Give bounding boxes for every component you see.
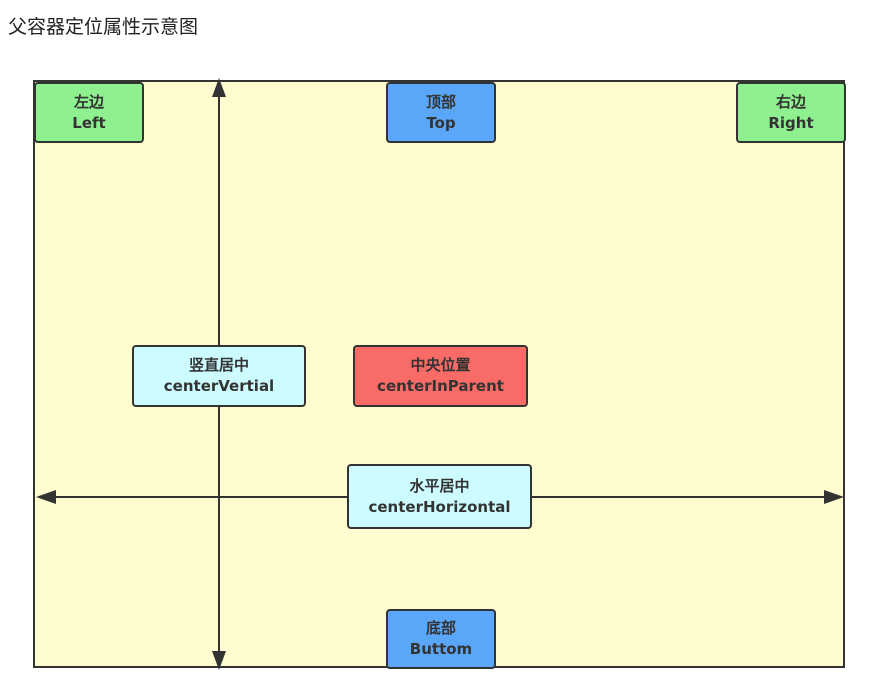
page-title: 父容器定位属性示意图 [8,16,199,38]
right-box: 右边 Right [736,82,846,143]
horizontal-center-box: 水平居中 centerHorizontal [347,464,532,529]
right-box-cn-label: 右边 [775,92,806,111]
top-box-en-label: Top [426,113,456,132]
top-box: 顶部 Top [386,82,496,143]
vertical-center-en-label: centerVertial [163,377,275,395]
center-in-parent-cn-label: 中央位置 [410,356,471,374]
center-in-parent-box: 中央位置 centerInParent [353,345,528,407]
left-box: 左边 Left [34,82,144,143]
horizontal-center-cn-label: 水平居中 [409,476,470,495]
bottom-box-cn-label: 底部 [425,619,456,637]
center-in-parent-en-label: centerInParent [377,377,504,395]
vertical-center-box: 竖直居中 centerVertial [132,345,306,407]
left-box-cn-label: 左边 [73,92,104,111]
right-box-en-label: Right [768,113,814,132]
bottom-box: 底部 Buttom [386,609,496,669]
vertical-center-cn-label: 竖直居中 [188,356,249,374]
top-box-cn-label: 顶部 [425,92,456,111]
horizontal-center-en-label: centerHorizontal [368,497,511,516]
bottom-box-en-label: Buttom [409,640,473,658]
left-box-en-label: Left [72,113,106,132]
